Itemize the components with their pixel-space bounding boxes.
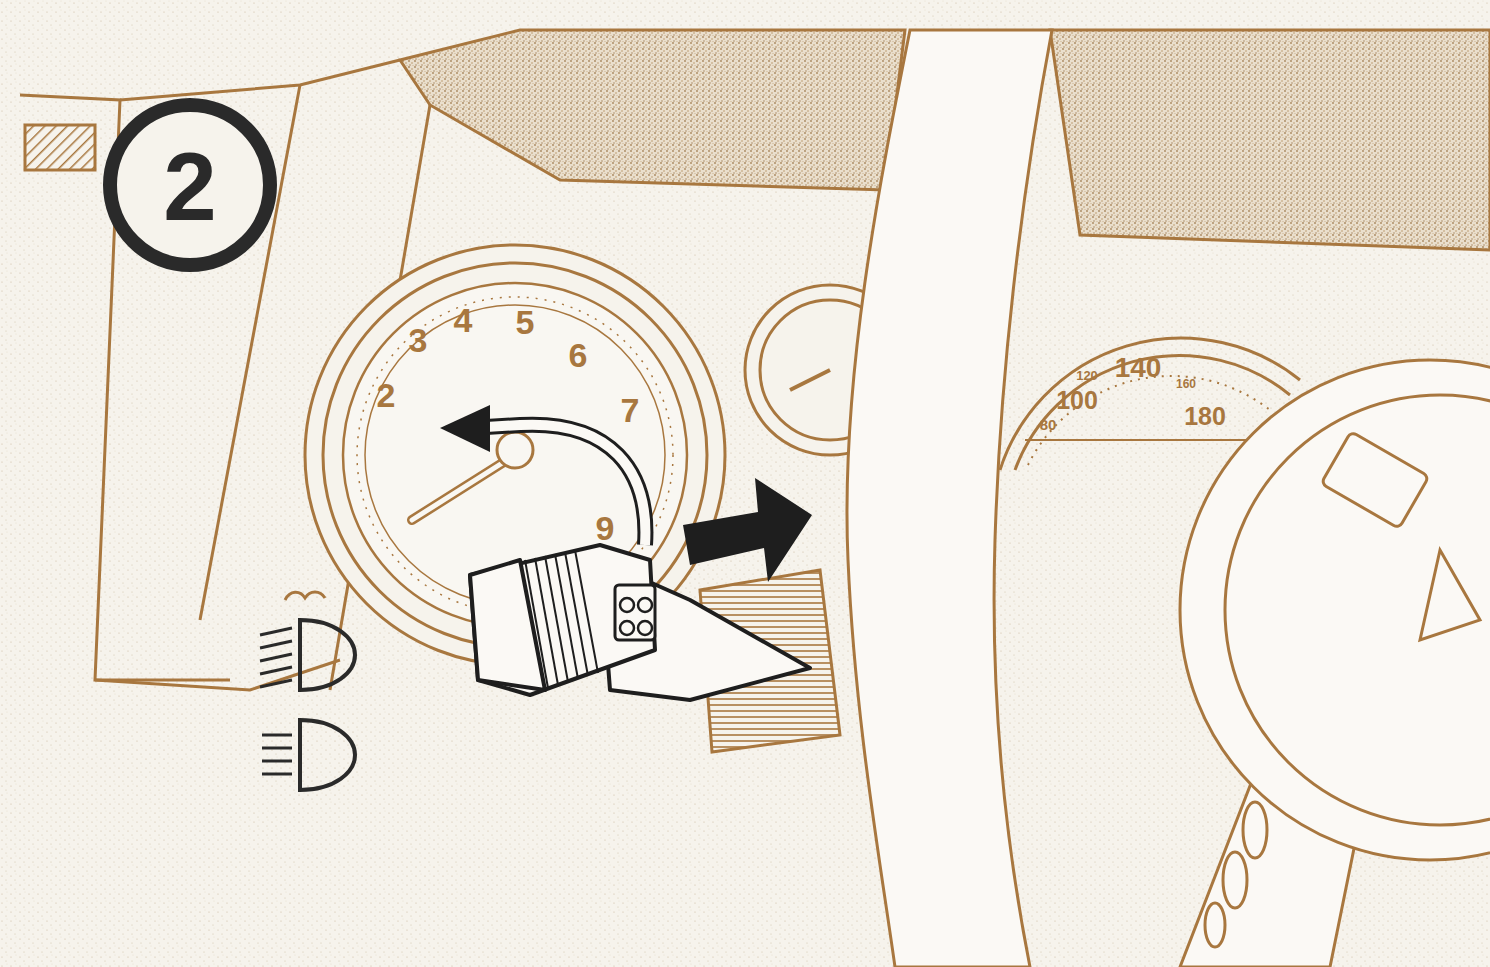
speed-number: 120 [1076, 369, 1098, 382]
callout-number: 2 [163, 139, 216, 235]
rotate-arrow [440, 405, 645, 545]
speed-number: 140 [1115, 354, 1162, 382]
speed-number: 160 [1176, 378, 1196, 390]
speed-number: 100 [1056, 388, 1098, 413]
speed-number: 180 [1184, 404, 1226, 429]
tach-number: 6 [569, 338, 588, 372]
speed-number: 80 [1040, 417, 1057, 432]
light-stalk [470, 545, 810, 700]
push-arrow [683, 478, 812, 582]
tach-number: 5 [516, 305, 535, 339]
tach-number: 3 [409, 323, 428, 357]
headlight-symbol [260, 592, 355, 790]
tach-number: 4 [454, 303, 473, 337]
tach-number: 7 [621, 393, 640, 427]
steering-wheel [847, 30, 1490, 967]
tach-number: 2 [377, 378, 396, 412]
callout-ring [110, 105, 270, 265]
tach-number: 9 [596, 511, 615, 545]
